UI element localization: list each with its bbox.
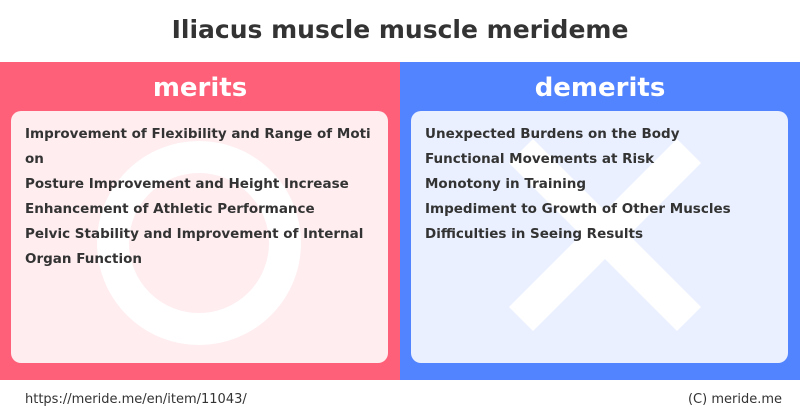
merit-item: Enhancement of Athletic Performance xyxy=(25,201,315,217)
demerits-heading: demerits xyxy=(534,73,666,103)
demerit-item: Difficulties in Seeing Results xyxy=(425,226,643,242)
merit-item: Improvement of Flexibility and Range of … xyxy=(25,126,371,167)
demerit-item: Unexpected Burdens on the Body xyxy=(425,126,680,142)
merits-card: Improvement of Flexibility and Range of … xyxy=(11,111,388,363)
footer-url-link[interactable]: https://meride.me/en/item/11043/ xyxy=(25,392,247,407)
page-title: Iliacus muscle muscle merideme xyxy=(171,15,629,44)
demerit-item: Monotony in Training xyxy=(425,176,587,192)
demerits-card: Unexpected Burdens on the Body Functiona… xyxy=(411,111,788,363)
demerits-panel: demerits Unexpected Burdens on the Body … xyxy=(400,62,800,380)
demerits-list: Unexpected Burdens on the Body Functiona… xyxy=(425,122,775,247)
circle-icon xyxy=(97,141,301,345)
merit-item: Posture Improvement and Height Increase xyxy=(25,176,349,192)
merits-heading: merits xyxy=(152,73,248,103)
demerit-item: Functional Movements at Risk xyxy=(425,151,655,167)
demerit-item: Impediment to Growth of Other Muscles xyxy=(425,201,731,217)
merits-panel: merits Improvement of Flexibility and Ra… xyxy=(0,62,400,380)
cross-icon xyxy=(508,138,702,332)
merit-item: Pelvic Stability and Improvement of Inte… xyxy=(25,226,364,267)
copyright-text: (C) meride.me xyxy=(687,392,782,407)
merits-list: Improvement of Flexibility and Range of … xyxy=(25,122,375,272)
